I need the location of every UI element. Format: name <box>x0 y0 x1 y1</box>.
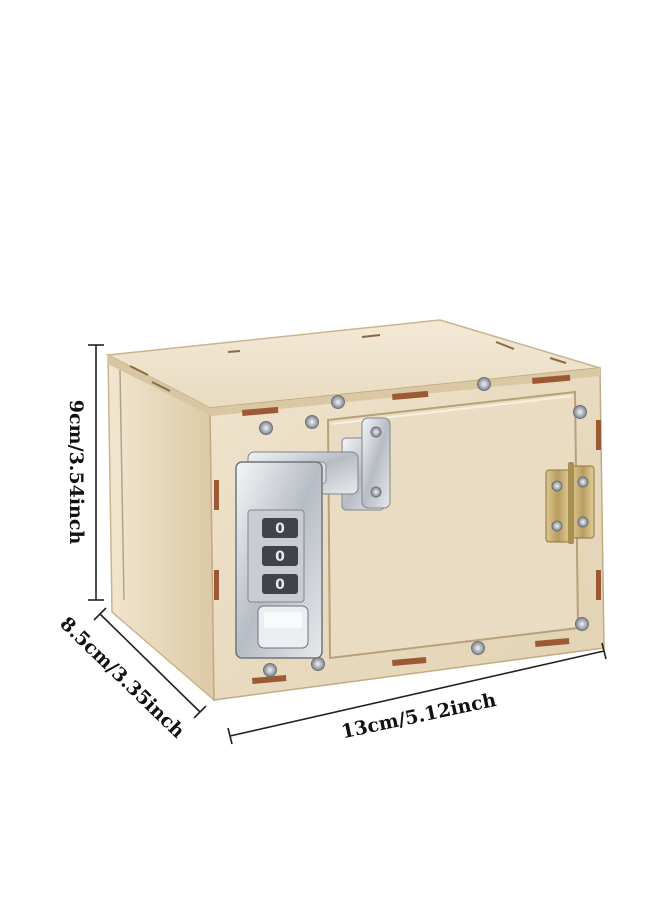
depth-dimension <box>93 607 207 719</box>
screw-icon <box>477 377 491 391</box>
top-tab-slots <box>129 334 567 392</box>
lock-dials: 0 0 0 <box>262 518 298 594</box>
screw-icon <box>331 395 345 409</box>
screw-icon <box>263 663 277 677</box>
brass-hinge-icon <box>545 462 595 544</box>
lock-dial[interactable]: 0 <box>262 546 298 566</box>
width-dimension <box>227 642 607 745</box>
screws <box>259 377 589 677</box>
screw-icon <box>573 405 587 419</box>
screw-icon <box>311 657 325 671</box>
screw-icon <box>305 415 319 429</box>
width-label: 13cm/5.12inch <box>339 689 498 743</box>
screw-icon <box>575 617 589 631</box>
lock-dial-digit: 0 <box>275 577 285 593</box>
wood-joint-slots <box>214 374 601 684</box>
height-label: 9cm/3.54inch <box>65 400 87 545</box>
combination-padlock-icon: 0 0 0 <box>235 461 323 659</box>
height-dimension <box>88 344 104 601</box>
lock-dial-digit: 0 <box>275 521 285 537</box>
lock-dial-digit: 0 <box>275 549 285 565</box>
lock-dial[interactable]: 0 <box>262 574 298 594</box>
screw-icon <box>259 421 273 435</box>
wooden-box: 0 0 0 <box>105 319 605 702</box>
lock-dial[interactable]: 0 <box>262 518 298 538</box>
lock-release-button[interactable] <box>257 605 309 649</box>
screw-icon <box>471 641 485 655</box>
